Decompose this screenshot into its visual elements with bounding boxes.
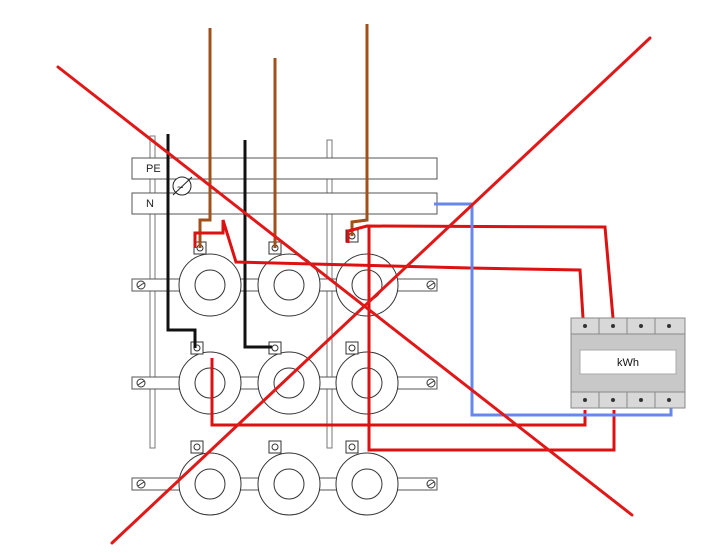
meter-label: kWh [617,357,639,369]
bridge-wire-c [210,358,587,427]
meter-bridge-wires [193,219,616,452]
current-transformer [335,253,399,317]
bus-bar-screw [136,378,146,388]
meter-terminal-dots [583,324,671,402]
bridge-wire-a [193,219,585,319]
current-transformer [335,351,399,415]
current-transformer [257,452,321,516]
current-transformer [178,253,242,317]
current-transformer [178,351,242,415]
kwh-meter: kWh [570,317,686,409]
terminal-screw [268,341,282,355]
current-transformer [257,253,321,317]
bridge-wire-d [367,226,616,452]
cross-line-1 [56,65,634,517]
bus-bar-screw [426,479,436,489]
n-rail-label: N [146,198,154,210]
cross-line-2 [110,36,652,545]
current-transformer [335,452,399,516]
terminals [190,229,359,454]
terminal-screw [268,440,282,454]
phase-wire-l1 [198,28,212,248]
current-transformers [178,253,399,516]
rcd-symbol: ~ [172,176,193,196]
neutral-wire-2 [243,140,272,349]
bus-bar-screw [426,280,436,290]
current-transformer [178,452,242,516]
bus-bar-screw [136,479,146,489]
mounting-frame [149,135,333,449]
current-transformer [257,351,321,415]
terminal-screw [190,440,204,454]
bus-bar-screw [136,280,146,290]
n-rail: N [131,192,438,215]
terminal-screw [345,440,359,454]
terminal-screw [190,341,204,355]
pe-rail: PE [131,157,438,180]
neutral-link-wire [434,202,673,417]
pe-rail-label: PE [146,163,161,175]
neutral-wire-1 [166,134,197,348]
neutral-wires [166,134,272,349]
bus-bar-screw [426,378,436,388]
bridge-wire-b [346,224,615,319]
cross-out-mark [56,36,652,545]
terminal-screw [345,341,359,355]
